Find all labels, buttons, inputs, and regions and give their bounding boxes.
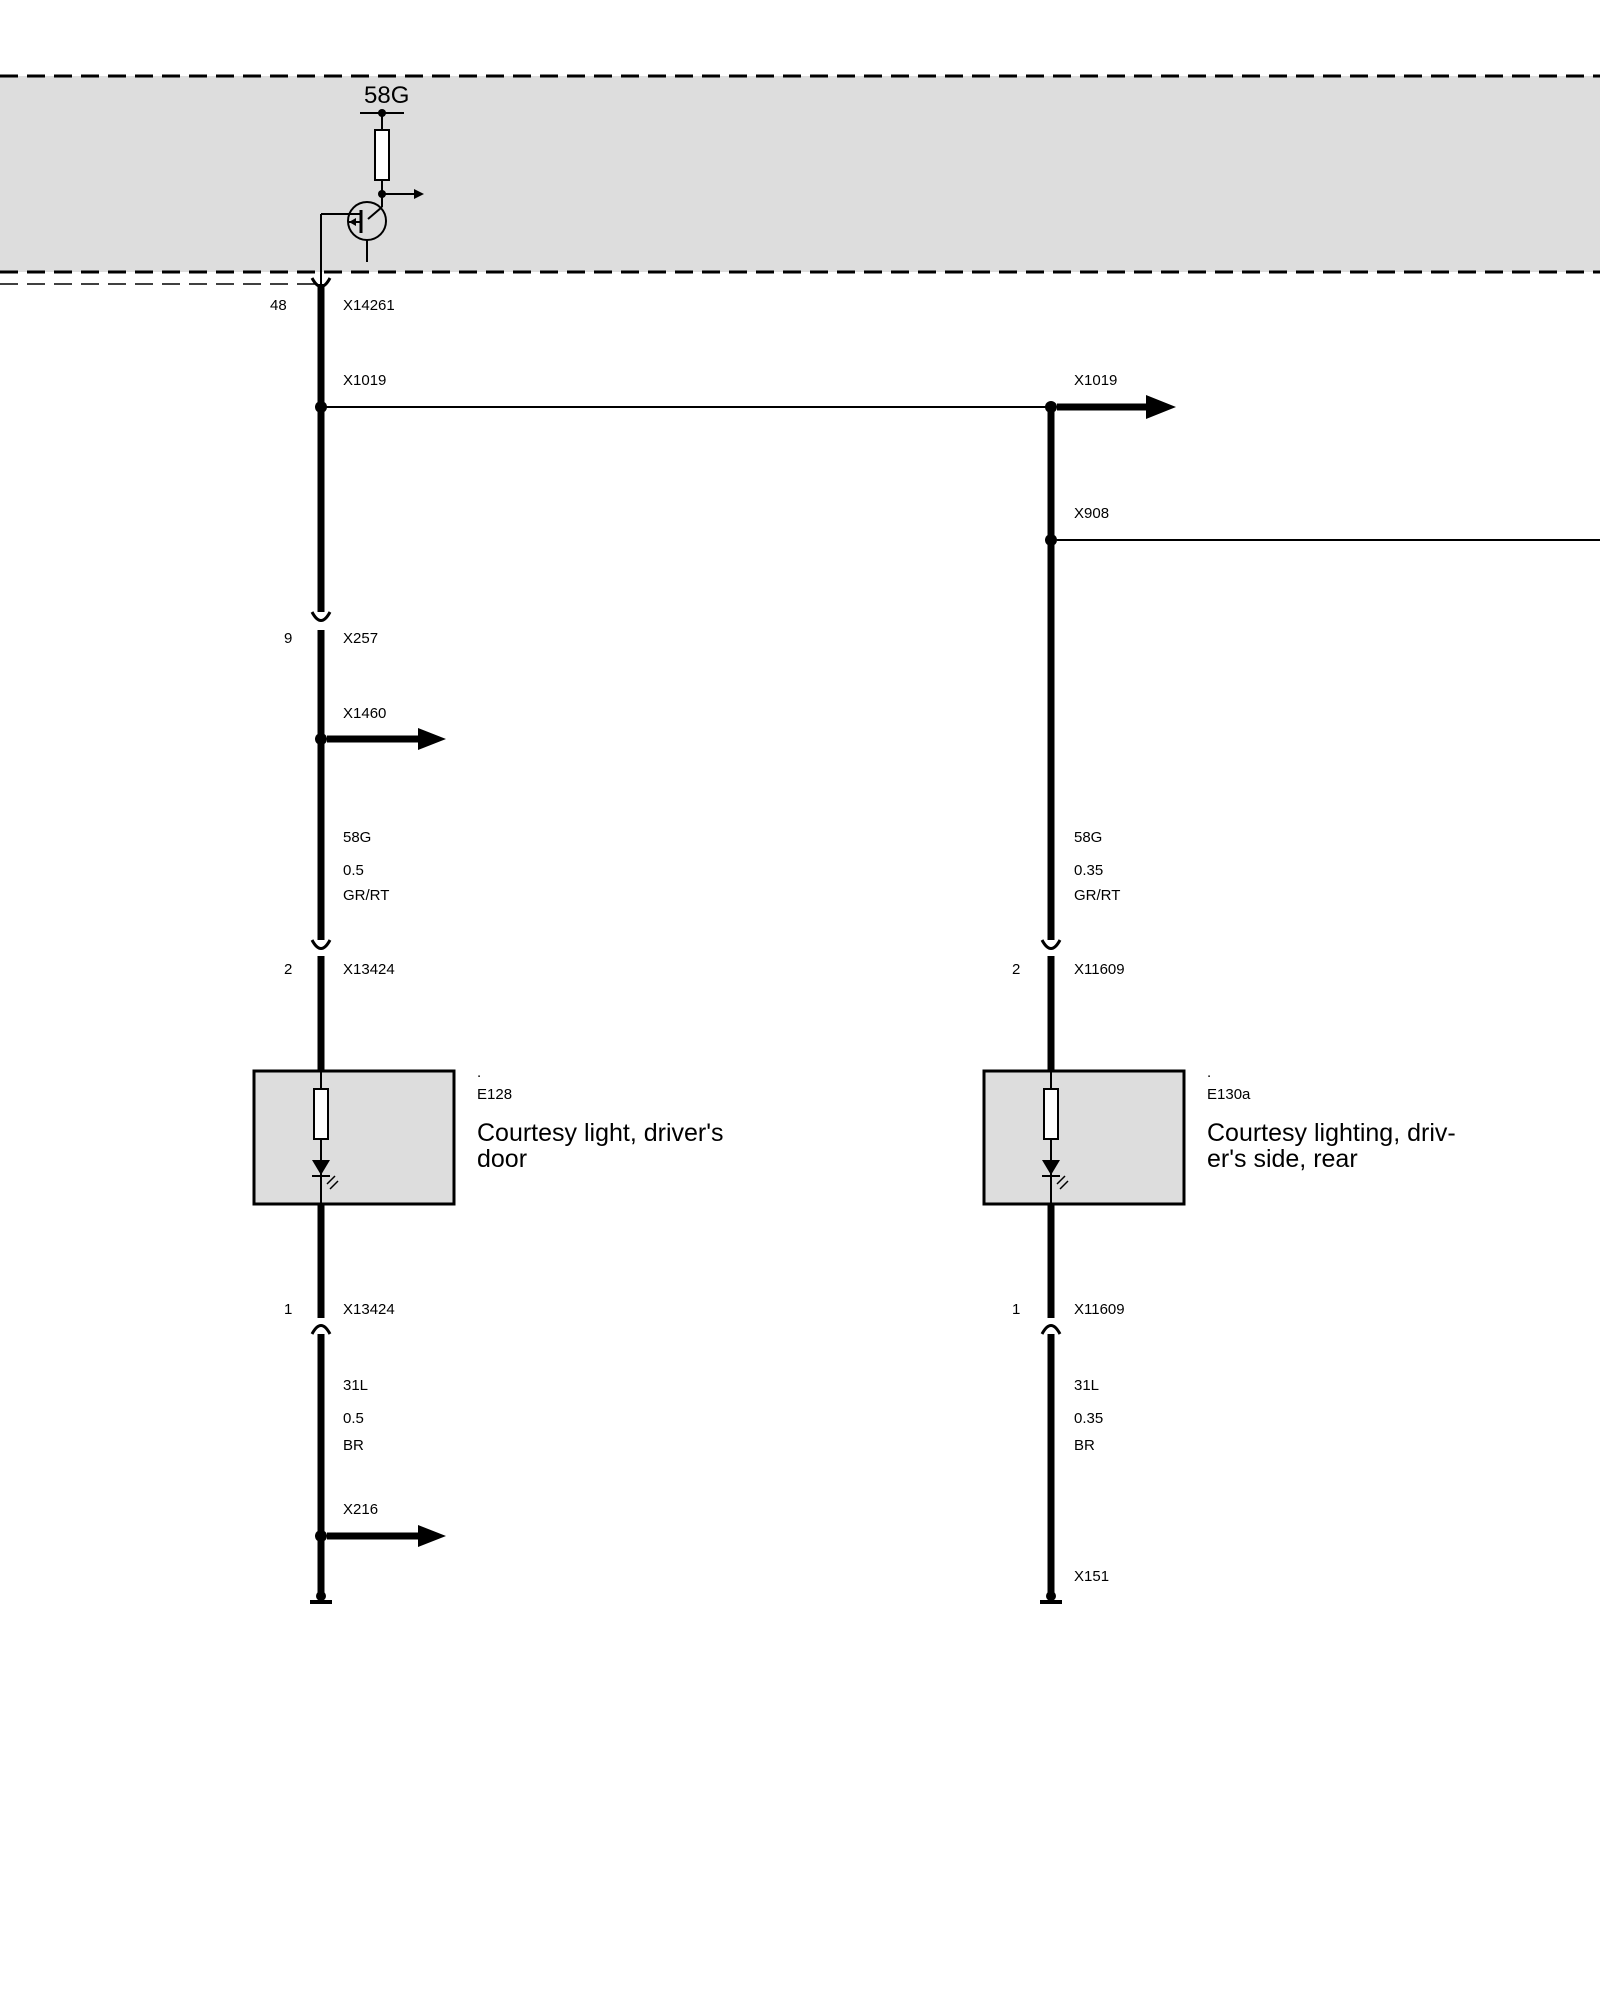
right-arrow-x1019-head [1146,395,1176,419]
right-pin-2: 2 [1012,961,1020,978]
transistor-collector [367,206,383,220]
right-component-desc-2: er's side, rear [1207,1145,1358,1173]
left-conn-x257: X257 [343,630,378,647]
left-arrow-x1460-head [418,728,446,750]
left-component-dot: . [477,1064,481,1081]
left-conn-x14261: X14261 [343,297,395,314]
right-component-dot: . [1207,1064,1211,1081]
right-led-ray-1 [1056,1175,1066,1185]
left-pin-48: 48 [270,297,287,314]
transistor-emitter-arrow [349,218,356,226]
right-ground-x151-label: X151 [1074,1568,1109,1585]
transistor-driver [320,109,424,284]
right-wire-gauge-bottom: 0.35 [1074,1410,1103,1427]
left-pin-2: 2 [284,961,292,978]
left-led-icon [312,1160,330,1175]
right-conn-x11609-in: X11609 [1074,961,1125,978]
right-wire-color-top: GR/RT [1074,887,1120,904]
right-splice-x908-label: X908 [1074,505,1109,522]
left-wire-gauge-bottom: 0.5 [343,1410,364,1427]
right-lamp-resistor [1043,1088,1059,1140]
right-pin-1: 1 [1012,1301,1020,1318]
left-wire-gauge-top: 0.5 [343,862,364,879]
left-conn-x13424-out: X13424 [343,1301,395,1318]
left-conn-x13424-in: X13424 [343,961,395,978]
right-splice-x1019 [1045,401,1057,413]
left-wire-signal-58g: 58G [343,829,371,846]
right-splice-x908 [1045,534,1057,546]
left-splice-x1019-label: X1019 [343,372,386,389]
right-component-box [982,1069,1186,1206]
left-ground-node [316,1591,326,1601]
left-led-ray-1 [326,1175,336,1185]
supply-label: 58G [364,82,409,109]
left-connector-x14261 [310,277,332,288]
right-conn-x11609-out: X11609 [1074,1301,1125,1318]
right-wire-gauge-top: 0.35 [1074,862,1103,879]
right-component-id: E130a [1207,1086,1251,1103]
right-circuit: X1019 X908 58G 0.35 GR/RT 2 X11609 . E13… [982,372,1600,1604]
control-unit-fill [0,76,1600,272]
right-component-desc-1: Courtesy lighting, driv- [1207,1119,1456,1147]
right-wire-color-bottom: BR [1074,1437,1095,1454]
left-component-desc-2: door [477,1145,527,1173]
left-arrow-x216-head [418,1525,446,1547]
right-wire-signal-58g: 58G [1074,829,1102,846]
left-splice-x1460-label: X1460 [343,705,386,722]
right-wire-signal-31l: 31L [1074,1377,1099,1394]
left-splice-x216 [315,1530,327,1542]
right-connector-x11609-out [1040,1324,1062,1335]
right-led-icon [1042,1160,1060,1175]
left-lamp-resistor [313,1088,329,1140]
right-connector-x11609-in [1040,939,1062,950]
left-connector-x13424-out [310,1324,332,1335]
left-connector-x257 [310,611,332,622]
left-wire-signal-31l: 31L [343,1377,368,1394]
resistor-symbol [374,129,390,181]
left-pin-9: 9 [284,630,292,647]
right-ground-node [1046,1591,1056,1601]
control-unit-box [0,74,1600,285]
right-led-ray-2 [1059,1180,1069,1190]
left-circuit: 48 X14261 X1019 9 X257 X1460 58G 0.5 GR/… [252,277,724,1604]
left-component-desc-1: Courtesy light, driver's [477,1119,724,1147]
left-component-id: E128 [477,1086,512,1103]
left-splice-x216-label: X216 [343,1501,378,1518]
left-wire-color-bottom: BR [343,1437,364,1454]
right-splice-x1019-label: X1019 [1074,372,1117,389]
left-pin-1: 1 [284,1301,292,1318]
left-led-ray-2 [329,1180,339,1190]
left-connector-x13424-in [310,939,332,950]
left-wire-color-top: GR/RT [343,887,389,904]
left-splice-x1460 [315,733,327,745]
left-component-box [252,1069,456,1206]
